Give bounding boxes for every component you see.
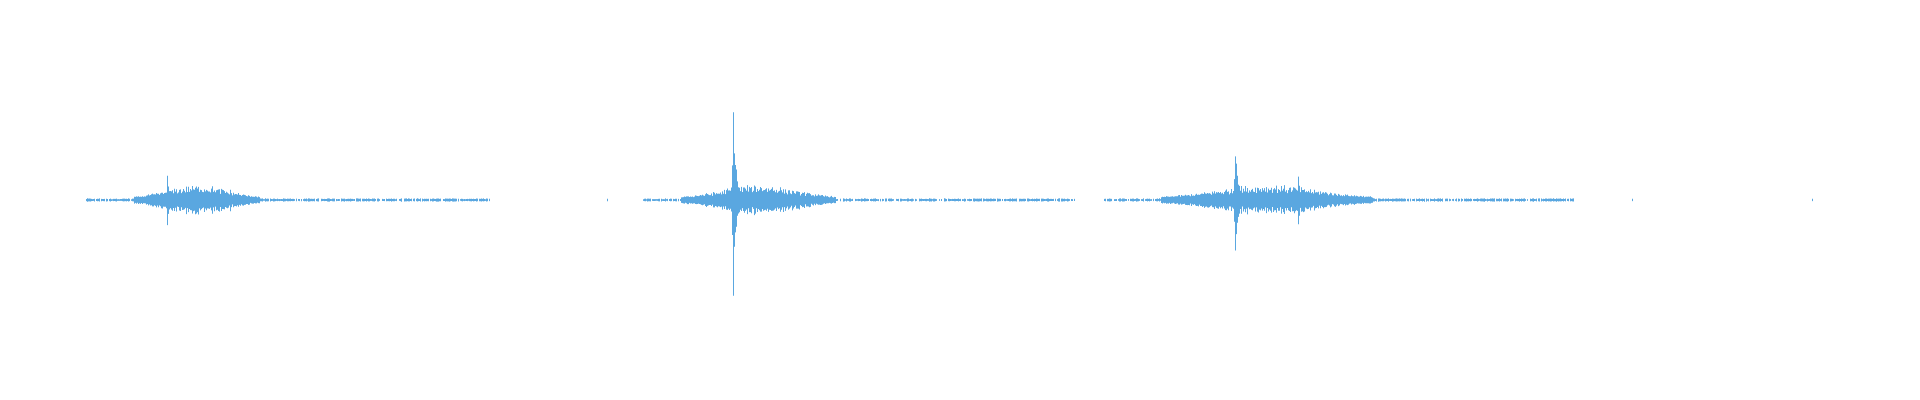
waveform-samples: [86, 112, 1813, 296]
